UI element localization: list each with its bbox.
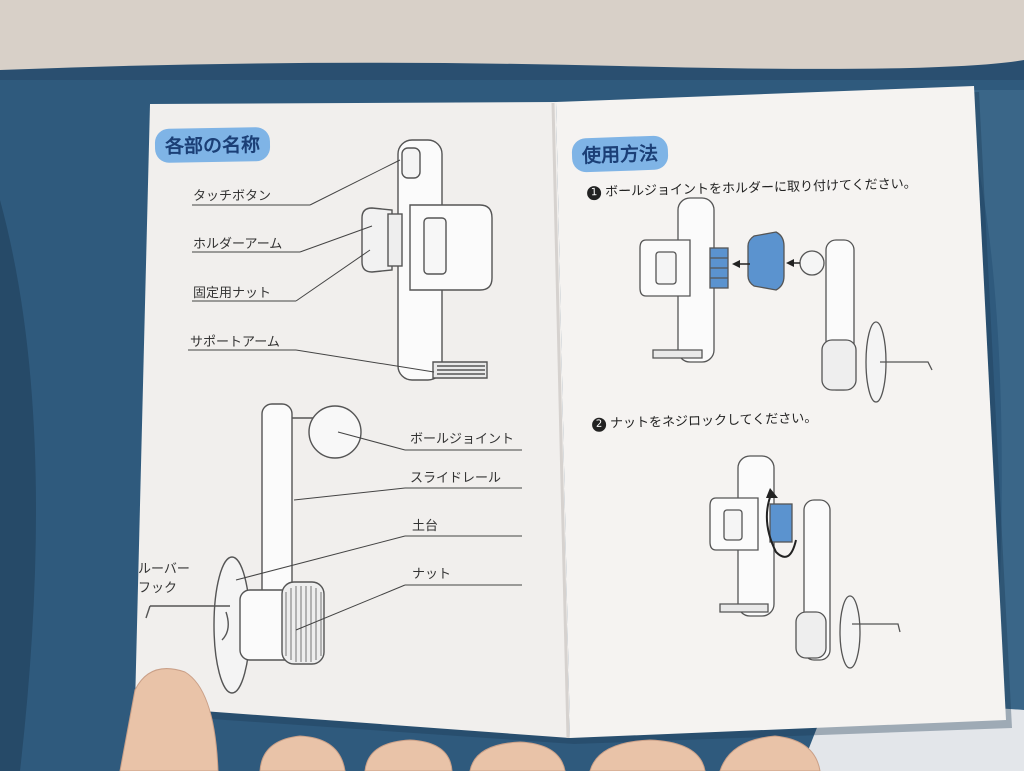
label-ball-joint: ボールジョイント: [410, 432, 515, 447]
step2-number: 2: [591, 417, 607, 432]
holder-diagram: [361, 139, 493, 381]
left-page-title: 各部の名称: [154, 126, 271, 164]
label-louver-hook-line1: ルーバー: [138, 562, 190, 577]
label-slide-rail: スライドレール: [410, 471, 502, 486]
hand: [119, 668, 821, 771]
label-base: 土台: [412, 519, 439, 534]
label-nut: ナット: [412, 567, 452, 582]
label-support-arm: サポートアーム: [190, 335, 280, 350]
step1-diagram: [639, 197, 933, 403]
label-louver-hook-line2: フック: [138, 581, 178, 596]
label-touch-button: タッチボタン: [193, 189, 272, 204]
right-page-title: 使用方法: [571, 135, 669, 173]
step1-number: 1: [586, 185, 602, 201]
label-fixing-nut: 固定用ナット: [193, 286, 272, 301]
step2-diagram: [709, 455, 901, 669]
base-diagram: [145, 403, 362, 694]
label-holder-arm: ホルダーアーム: [193, 237, 283, 252]
